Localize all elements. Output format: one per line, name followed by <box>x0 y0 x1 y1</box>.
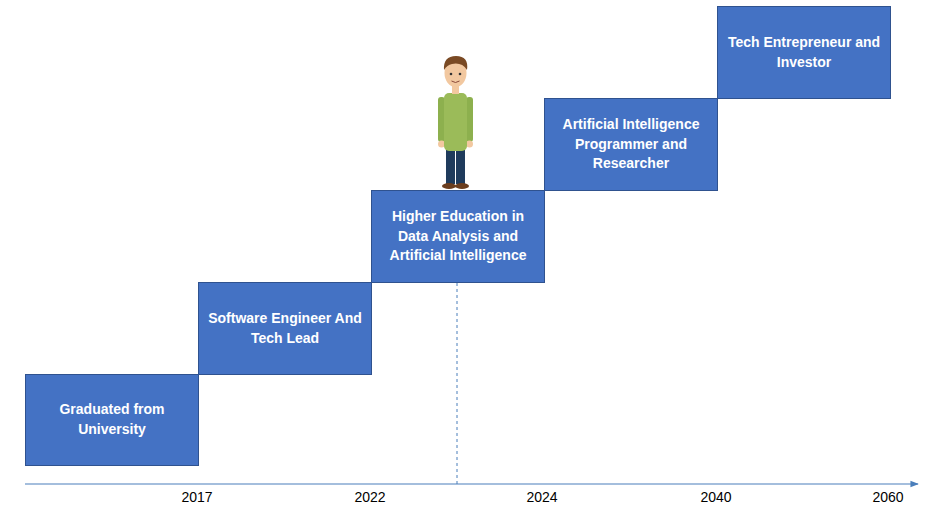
year-label: 2040 <box>700 489 731 506</box>
year-label: 2017 <box>181 489 212 506</box>
step-label: Software Engineer And Tech Lead <box>207 309 363 348</box>
person-figure <box>438 56 473 189</box>
current-marker <box>457 283 458 484</box>
career-step-box: Tech Entrepreneur and Investor <box>717 6 891 99</box>
year-label: 2024 <box>526 489 557 506</box>
step-label: Graduated from University <box>34 400 190 439</box>
year-label: 2022 <box>354 489 385 506</box>
career-step-box: Artificial Intelligence Programmer and R… <box>544 98 718 191</box>
career-step-box: Graduated from University <box>25 374 199 466</box>
step-label: Higher Education in Data Analysis and Ar… <box>380 207 536 266</box>
step-label: Tech Entrepreneur and Investor <box>726 33 882 72</box>
year-label: 2060 <box>872 489 903 506</box>
time-axis <box>25 483 918 484</box>
career-step-box: Higher Education in Data Analysis and Ar… <box>371 190 545 283</box>
step-label: Artificial Intelligence Programmer and R… <box>553 115 709 174</box>
career-step-box: Software Engineer And Tech Lead <box>198 282 372 375</box>
